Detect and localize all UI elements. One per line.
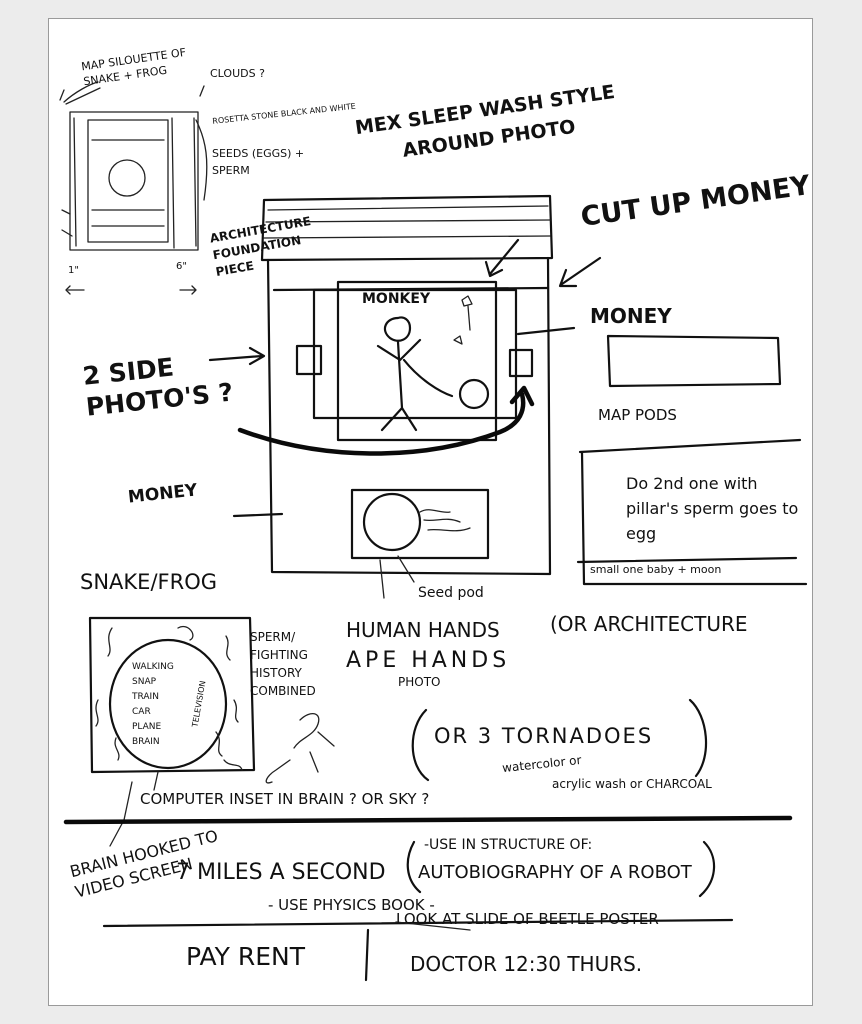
note-small-one: small one baby + moon (590, 563, 722, 576)
brain-list: WALKING SNAP TRAIN CAR PLANE BRAIN (132, 660, 212, 750)
divider-bottom (102, 918, 734, 928)
note-look-at-slide: LOOK AT SLIDE OF BEETLE POSTER (396, 910, 659, 928)
note-ape-hands: APE HANDS (346, 648, 511, 673)
note-seven-miles: 7 MILES A SECOND (176, 860, 386, 885)
note-do-second: Do 2nd one with pillar's sperm goes to e… (626, 474, 799, 543)
autobiography-brackets (406, 840, 716, 898)
map-thumbnail (59, 81, 208, 295)
brain-list-item: TRAIN (132, 692, 159, 702)
note-acrylic-wash: acrylic wash or CHARCOAL (552, 777, 712, 791)
note-monkey: MONKEY (362, 291, 431, 307)
note-map-pods: MAP PODS (598, 406, 677, 424)
brain-list-item: PLANE (132, 722, 162, 732)
money-box (606, 334, 782, 388)
bottom-underline (395, 921, 471, 931)
note-money-right: MONEY (590, 304, 672, 328)
brain-list-item: BRAIN (132, 737, 160, 747)
note-pay-rent: PAY RENT (186, 942, 305, 971)
brain-list-item: WALKING (132, 662, 174, 672)
snake-frog-box (88, 616, 256, 847)
note-sperm-fighting: SPERM/ FIGHTING HISTORY COMBINED (250, 630, 316, 698)
note-or-architecture: (OR ARCHITECTURE (550, 612, 748, 636)
note-snake-frog: SNAKE/FROG (80, 570, 217, 594)
note-seed-pod: Seed pod (418, 585, 484, 601)
note-dim-left: 1" (68, 265, 79, 276)
note-use-structure: -USE IN STRUCTURE OF: (424, 837, 593, 853)
note-doctor: DOCTOR 12:30 THURS. (410, 952, 643, 976)
divider-vertical (364, 928, 370, 982)
note-human-hands: HUMAN HANDS (346, 618, 500, 642)
arrow-map (65, 87, 101, 105)
brain-list-item: CAR (132, 707, 151, 717)
note-clouds: CLOUDS ? (210, 67, 265, 80)
note-use-physics: - USE PHYSICS BOOK - (268, 896, 435, 914)
divider-bold (63, 815, 793, 825)
main-cabinet-drawing (208, 194, 602, 599)
map-pods-box (576, 438, 808, 586)
note-seeds: SEEDS (EGGS) + SPERM (212, 147, 305, 177)
brain-list-item: SNAP (132, 677, 157, 687)
note-or-tornadoes: OR 3 TORNADOES (434, 724, 654, 748)
sperm-figure-sketch (265, 713, 335, 784)
tornado-brackets (411, 698, 708, 782)
note-dim-right: 6" (176, 261, 187, 272)
note-computer-inset: COMPUTER INSET IN BRAIN ? OR SKY ? (140, 790, 430, 808)
sketch-page (48, 18, 813, 1006)
note-autobiography: AUTOBIOGRAPHY OF A ROBOT (418, 862, 692, 883)
note-photo: PHOTO (398, 675, 441, 689)
